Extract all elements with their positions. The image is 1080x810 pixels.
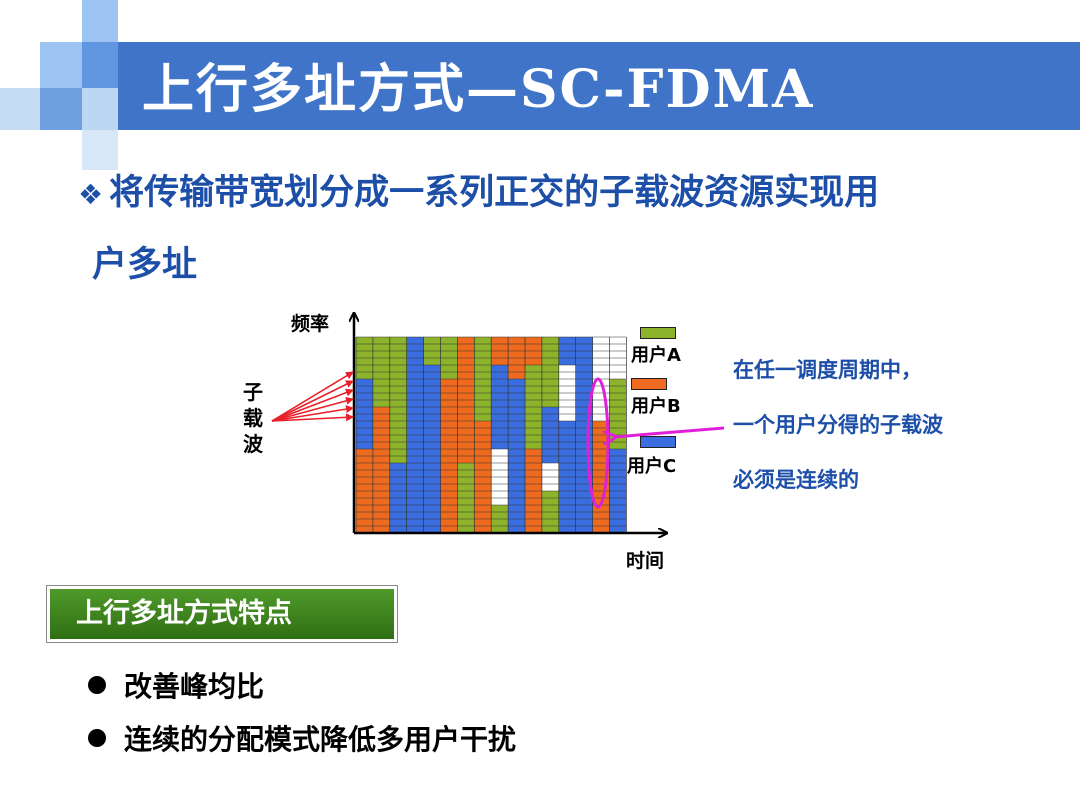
note-line-3: 必须是连续的 — [733, 468, 859, 492]
decor-square-2 — [40, 42, 82, 88]
legend-label-user-c: 用户C — [627, 456, 677, 477]
note-line-2: 一个用户分得的子载波 — [733, 413, 943, 437]
bullet-dot-icon — [88, 676, 106, 694]
legend-swatch-user-a — [640, 327, 676, 339]
subcarrier-label-char-1: 子 — [243, 380, 263, 404]
grid-lines — [355, 336, 627, 534]
legend-label-user-a: 用户A — [631, 345, 681, 366]
main-bullet: ❖将传输带宽划分成一系列正交的子载波资源实现用 户多址 — [78, 158, 1038, 300]
legend-swatch-user-c — [640, 436, 676, 448]
subcarrier-arrows — [271, 371, 354, 422]
feature-item-2-text: 连续的分配模式降低多用户干扰 — [124, 723, 517, 756]
subcarrier-label-char-3: 波 — [243, 432, 263, 456]
feature-item-1: 改善峰均比 — [88, 665, 264, 705]
highlight-arrow — [614, 426, 725, 437]
features-heading: 上行多址方式特点 — [50, 589, 394, 639]
decor-square-1 — [82, 0, 118, 42]
features-heading-box: 上行多址方式特点 — [46, 585, 398, 643]
page-title: 上行多址方式—SC-FDMA — [142, 59, 815, 120]
decor-square-4 — [0, 88, 40, 130]
title-bar — [118, 42, 1080, 130]
decor-square-7 — [82, 130, 118, 170]
decor-square-3 — [82, 42, 118, 88]
feature-item-2: 连续的分配模式降低多用户干扰 — [88, 718, 516, 758]
diamond-bullet-icon: ❖ — [78, 178, 104, 211]
legend-label-user-b: 用户B — [631, 396, 681, 417]
decor-square-6 — [82, 88, 118, 130]
decor-square-5 — [40, 88, 82, 130]
subcarrier-label-char-2: 载 — [243, 406, 263, 430]
legend-swatch-user-b — [631, 378, 667, 390]
bullet-dot-icon — [88, 729, 106, 747]
bullet-line-2: 户多址 — [92, 245, 198, 285]
note-line-1: 在任一调度周期中， — [733, 358, 922, 382]
y-axis-label: 频率 — [291, 313, 330, 335]
bullet-line-1: 将传输带宽划分成一系列正交的子载波资源实现用 — [109, 173, 880, 213]
x-axis-label: 时间 — [626, 550, 665, 572]
feature-item-1-text: 改善峰均比 — [124, 670, 265, 703]
